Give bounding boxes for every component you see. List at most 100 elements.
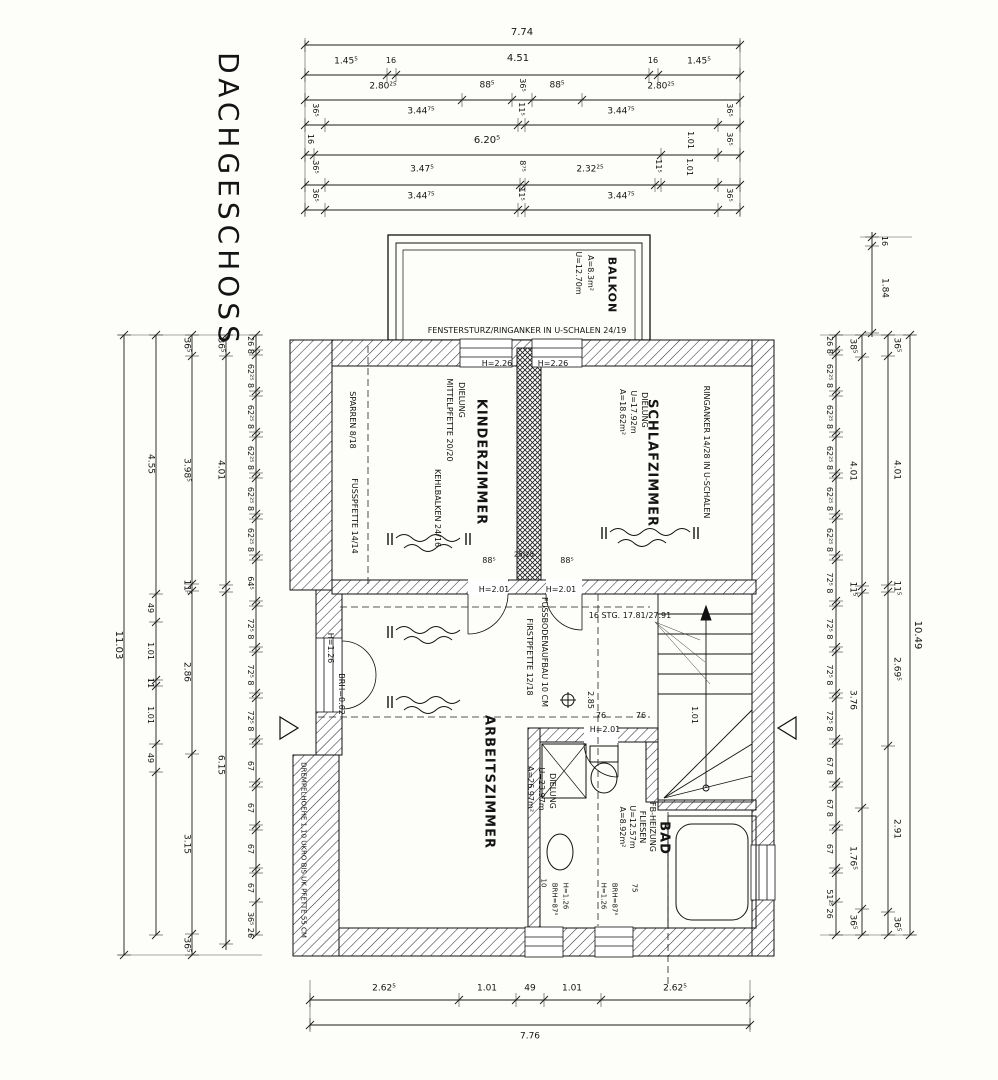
parapet-note: BRH=87⁵	[550, 882, 559, 916]
toilet-bowl	[590, 762, 618, 794]
dimension-label: 25|25	[513, 550, 535, 559]
dimension-chains	[117, 38, 917, 1032]
left-overall-chain	[117, 330, 131, 960]
window-top-left	[459, 338, 513, 368]
dimension-label: 76	[595, 711, 607, 720]
dimension-label: 4.55	[145, 453, 156, 475]
dimension-label: 75	[630, 883, 639, 893]
room-label-kinderzimmer: KINDERZIMMER	[473, 398, 489, 526]
left-chain-2	[219, 330, 233, 950]
dimension-label: 1.01	[685, 158, 694, 176]
balcony-inner-edge	[395, 242, 643, 340]
level-mark	[560, 692, 576, 708]
left-rafter-chain	[249, 330, 263, 940]
dimension-label: 49	[524, 983, 536, 994]
dimension-label: 16	[385, 56, 397, 65]
staircase	[657, 593, 753, 803]
height-note: H=2.26	[481, 359, 513, 368]
stair-note: 16 STG. 17.81/27.91	[588, 611, 672, 620]
dimension-label: 3.44⁷⁵	[607, 106, 635, 117]
dimension-label: 62²⁵ 8	[825, 486, 834, 512]
parapet-note: BRH=87⁵	[610, 882, 619, 916]
wall-left-upper	[289, 339, 333, 591]
winder-tread	[663, 709, 753, 799]
balcony-inner-edge-2	[402, 249, 636, 340]
dimension-label: 7.76	[519, 1031, 541, 1042]
dimension-label: 36⁵	[891, 916, 902, 932]
dimension-label: 2.69⁵	[891, 657, 902, 681]
dimension-label: 62²⁵ 8	[246, 445, 255, 471]
beam-symbols	[387, 527, 699, 714]
dimension-label: 2.62⁵	[372, 983, 396, 994]
dimension-label: 36⁵	[181, 337, 192, 353]
dimension-label: 1.45⁵	[687, 56, 711, 67]
room-label-arbeitszimmer: ARBEITSZIMMER	[481, 715, 497, 849]
dimension-label: 51²⁵ 26	[825, 889, 834, 919]
dimension-label: 72⁵ 8	[825, 664, 834, 686]
section-marker-right	[776, 715, 797, 741]
dimension-label: 2.80²⁵	[647, 81, 675, 92]
dimension-label: 36⁵	[181, 937, 192, 953]
dimension-label: 11⁵	[517, 187, 526, 201]
dimension-label: 1.76⁵	[847, 846, 858, 870]
dimension-label: 16	[880, 235, 889, 247]
dimension-label: 88⁵	[479, 80, 495, 91]
level-note: 2.85	[586, 691, 595, 709]
dimension-label: 10	[539, 878, 548, 888]
dimension-label: 67 8	[825, 799, 834, 817]
wall-under-stair	[657, 799, 757, 811]
dimension-label: 4.51	[506, 53, 530, 64]
dimension-label: 62²⁵ 8	[246, 486, 255, 512]
door-opening-right	[546, 579, 582, 595]
window-top-right	[531, 338, 583, 368]
dimension-label: 88⁵	[560, 556, 574, 565]
shower-shaft-cross	[541, 743, 587, 799]
dimension-label: 49	[146, 752, 155, 764]
shower-shaft	[541, 743, 587, 799]
dimension-label: 4.01	[891, 459, 902, 481]
room-area-schlafzimmer: A=18.62m²	[618, 388, 627, 436]
left-chain-4	[149, 330, 163, 940]
wall-middle-horizontal	[331, 579, 757, 595]
window-right-bath	[750, 844, 776, 901]
dashed-construction-lines	[318, 346, 669, 988]
dimension-label: 2.80²⁵	[369, 81, 397, 92]
dimension-label: 62²⁵ 8	[825, 404, 834, 430]
dimension-label: 1.45⁵	[334, 56, 358, 67]
note-sparren: SPARREN 8/18	[348, 391, 357, 449]
dimension-label: 16	[647, 56, 659, 65]
parapet-note: BRH=0.62	[337, 673, 346, 715]
wall-openings	[315, 338, 776, 958]
height-note: H=1.26	[561, 882, 570, 910]
dimension-label: 36⁵ 26	[246, 911, 255, 939]
dimension-label: 36⁵	[891, 337, 902, 353]
dimension-label: 72⁵ 8	[825, 618, 834, 640]
dimension-label: 62²⁵ 8	[246, 363, 255, 389]
dimension-label: 67 8	[825, 757, 834, 775]
stair-note-leaders	[654, 621, 711, 685]
dimension-label: 36⁵	[518, 78, 527, 92]
dimension-label: 3.44⁷⁵	[607, 191, 635, 202]
dimension-label: 72⁵ 8	[246, 664, 255, 686]
room-area-arbeitszimmer: A=26.97m²	[526, 765, 535, 813]
room-label-bad: BAD	[656, 821, 672, 855]
dimension-label: 62²⁵ 8	[246, 527, 255, 553]
door-opening-left	[468, 579, 508, 595]
dimension-label: 11	[146, 677, 155, 689]
note-kehlbalken: KEHLBALKEN 24/16	[433, 468, 442, 548]
height-note: H=2.01	[478, 585, 510, 594]
dimension-label: 1.84	[879, 277, 890, 299]
dimension-label: 36⁵	[311, 188, 320, 202]
chimney	[516, 347, 542, 589]
note-floor-buildup: FUSSBODENAUFBAU 10 CM	[540, 597, 549, 707]
dimension-label: 67	[246, 882, 255, 894]
dimension-label: 76	[635, 711, 647, 720]
dimension-label: 49	[146, 602, 155, 614]
top-chain-6	[300, 178, 745, 192]
stair-arrow-head	[700, 604, 712, 621]
section-markers	[279, 715, 797, 741]
note-mittelpfette: MITTELPFETTE 20/20	[445, 378, 454, 462]
dimension-label: 1.01	[146, 706, 155, 724]
dimension-label: 67	[825, 843, 834, 855]
